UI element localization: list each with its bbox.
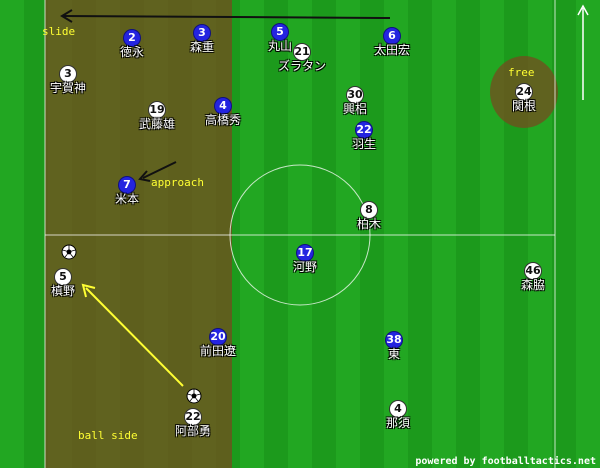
- player-number: 22: [185, 409, 201, 425]
- player-number: 2: [124, 30, 140, 46]
- player-number: 24: [516, 84, 532, 100]
- player-number: 5: [272, 24, 288, 40]
- player-name: 前田遼: [199, 344, 236, 358]
- player-number: 46: [525, 263, 541, 279]
- slide-arrow-head: [60, 9, 73, 23]
- player-name: 太田宏: [373, 43, 410, 57]
- player-name: 森重: [189, 40, 214, 54]
- player-number: 4: [390, 401, 406, 417]
- player-muto: 19 武藤雄: [117, 102, 197, 131]
- center-circle: [229, 164, 371, 306]
- player-number: 8: [361, 202, 377, 218]
- player-name: 宇賀神: [49, 81, 86, 95]
- player-number: 17: [297, 245, 313, 261]
- player-number: 5: [55, 269, 71, 285]
- player-number: 38: [386, 332, 402, 348]
- player-ugajin: 3 宇賀神: [28, 66, 108, 95]
- pressure-arrow: [85, 287, 184, 387]
- player-number: 30: [347, 87, 363, 103]
- player-koroki: 30 興梠: [315, 87, 395, 116]
- player-name: 徳永: [119, 45, 144, 59]
- ball-side-label: ball side: [78, 429, 138, 442]
- player-name: 丸山: [267, 39, 292, 53]
- slide-zone: [45, 0, 232, 468]
- player-kashiwagi: 8 柏木: [329, 202, 409, 231]
- attack-direction-arrow-head: [577, 4, 589, 16]
- player-name: 柏木: [356, 217, 381, 231]
- player-morishige: 3 森重: [162, 25, 242, 54]
- player-name: 米本: [114, 192, 139, 206]
- soccer-ball-icon: [186, 388, 202, 404]
- player-tokunaga: 2 徳永: [92, 30, 172, 59]
- player-name: 関根: [511, 99, 536, 113]
- player-name: 河野: [292, 260, 317, 274]
- player-kono: 17 河野: [265, 245, 345, 274]
- player-ota: 6 太田宏: [352, 28, 432, 57]
- player-name: 高橋秀: [204, 113, 241, 127]
- credit-text: powered by footballtactics.net: [415, 456, 596, 467]
- player-makino: 5 槙野: [23, 269, 103, 298]
- player-name: 阿部勇: [174, 424, 211, 438]
- player-zlatan: 21 ズラタン: [262, 44, 342, 73]
- player-maruyama: 5 丸山: [240, 24, 320, 53]
- player-name: 興梠: [342, 102, 367, 116]
- player-name: 森脇: [520, 278, 545, 292]
- player-name: 那須: [385, 416, 410, 430]
- soccer-ball-icon: [61, 244, 77, 260]
- player-number: 22: [356, 122, 372, 138]
- player-name: 羽生: [351, 137, 376, 151]
- player-number: 7: [119, 177, 135, 193]
- player-number: 6: [384, 28, 400, 44]
- player-number: 21: [294, 44, 310, 60]
- pressure-arrow-head: [81, 283, 96, 298]
- player-number: 3: [60, 66, 76, 82]
- player-moriwaki: 46 森脇: [493, 263, 573, 292]
- player-number: 19: [149, 102, 165, 118]
- player-yonemoto: 7 米本: [87, 177, 167, 206]
- slide-arrow: [63, 15, 391, 19]
- player-number: 4: [215, 98, 231, 114]
- player-abe: 22 阿部勇: [153, 409, 233, 438]
- player-name: 武藤雄: [138, 117, 175, 131]
- approach-arrow: [142, 161, 177, 179]
- slide-label: slide: [42, 25, 76, 38]
- player-habu: 22 羽生: [324, 122, 404, 151]
- player-sekine: 24 関根: [484, 84, 564, 113]
- player-maeda: 20 前田遼: [178, 329, 258, 358]
- approach-arrow-head: [138, 170, 151, 182]
- approach-label: approach: [151, 176, 204, 189]
- player-nasu: 4 那須: [358, 401, 438, 430]
- player-name: ズラタン: [277, 59, 326, 73]
- player-takahashi: 4 高橋秀: [183, 98, 263, 127]
- free-label: free: [508, 66, 535, 79]
- player-number: 20: [210, 329, 226, 345]
- player-name: 槙野: [50, 284, 75, 298]
- player-azuma: 38 東: [354, 332, 434, 361]
- player-number: 3: [194, 25, 210, 41]
- player-name: 東: [387, 347, 400, 361]
